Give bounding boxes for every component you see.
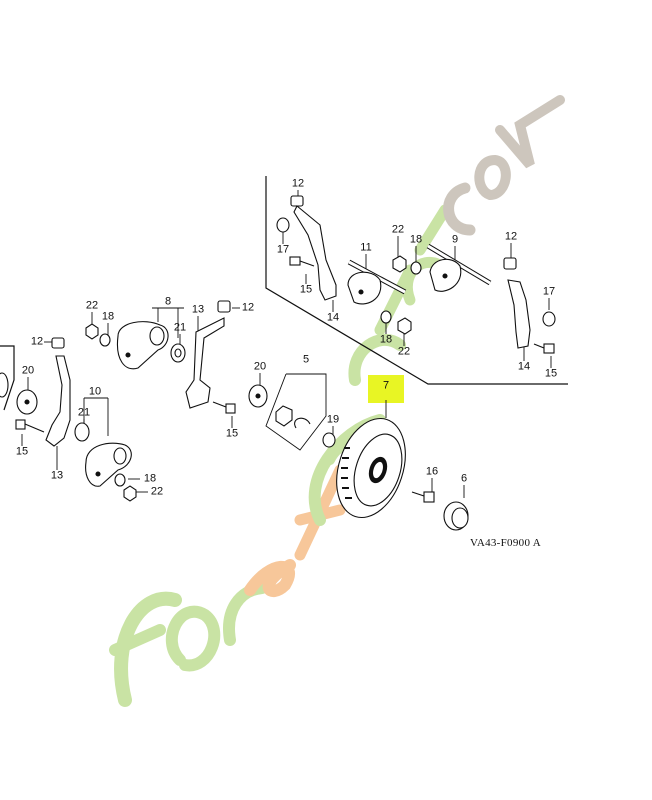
drawing-code: VA43-F0900 A [470, 537, 541, 549]
part-19-bearing [322, 432, 336, 448]
callout-13: 13 [50, 469, 64, 482]
part-15-bolt-head [289, 256, 301, 266]
part-17-washer [542, 311, 556, 327]
callout-22: 22 [391, 223, 405, 236]
callout-14: 14 [517, 360, 531, 373]
parts-upper-group [276, 195, 556, 354]
callout-19: 19 [326, 413, 340, 426]
part-22-nut [392, 255, 407, 273]
part-13-lever [45, 355, 71, 447]
callout-15: 15 [15, 445, 29, 458]
callout-12: 12 [241, 301, 255, 314]
part-16-bolt-head [423, 491, 435, 503]
part-14-lever [293, 205, 337, 301]
callout-22: 22 [150, 485, 164, 498]
part-18-washer [114, 473, 126, 487]
callout-21: 21 [173, 321, 187, 334]
callout-18: 18 [379, 333, 393, 346]
callout-21: 21 [77, 406, 91, 419]
part-5-hub-nut [275, 405, 293, 427]
callout-7: 7 [382, 379, 390, 392]
part-15-bolt-head [543, 343, 555, 354]
callout-15: 15 [225, 427, 239, 440]
callout-15: 15 [299, 283, 313, 296]
part-22-nut [123, 485, 137, 502]
part-13-lever [185, 317, 225, 409]
callout-6: 6 [460, 472, 468, 485]
part-11-bracket [347, 271, 382, 305]
callout-8: 8 [164, 295, 172, 308]
callout-16: 16 [425, 465, 439, 478]
group-boundary-line [0, 176, 568, 411]
callout-9: 9 [451, 233, 459, 246]
callout-20: 20 [21, 364, 35, 377]
part-7-highlight [368, 375, 404, 403]
part-15-bolt-head [225, 403, 236, 414]
part-12-clip [51, 337, 65, 349]
watermark-graphic [109, 95, 565, 707]
parts-middle-group [85, 300, 268, 414]
part-12-clip [290, 195, 304, 207]
callout-18: 18 [409, 233, 423, 246]
part-5-clip [294, 417, 311, 429]
callout-13: 13 [191, 303, 205, 316]
part-18-washer [99, 333, 111, 347]
part-22-nut [397, 317, 412, 335]
callout-11: 11 [360, 241, 372, 254]
part-18-washer [380, 310, 392, 324]
callout-22: 22 [397, 345, 411, 358]
callout-12: 12 [504, 230, 518, 243]
part-12-clip [217, 300, 231, 313]
part-18-washer [410, 261, 422, 275]
callout-22: 22 [85, 299, 99, 312]
callout-12: 12 [291, 177, 305, 190]
part-22-nut [85, 323, 99, 340]
part-15-bolt-shaft [299, 260, 315, 267]
callout-15: 15 [544, 367, 558, 380]
parts-left-group [0, 337, 137, 502]
part-17-washer [276, 217, 290, 233]
part-12-clip [503, 257, 517, 270]
part-15-bolt-head [15, 419, 26, 430]
callout-17: 17 [542, 285, 556, 298]
callout-5: 5 [302, 353, 310, 366]
callout-12: 12 [30, 335, 44, 348]
callout-20: 20 [253, 360, 267, 373]
callout-14: 14 [326, 311, 340, 324]
wheel-group [275, 405, 469, 531]
callout-17: 17 [276, 243, 290, 256]
part-14-lever [507, 279, 531, 349]
callout-18: 18 [143, 472, 157, 485]
part-21-bushing [74, 422, 90, 442]
callout-18: 18 [101, 310, 115, 323]
callout-10: 10 [88, 385, 102, 398]
